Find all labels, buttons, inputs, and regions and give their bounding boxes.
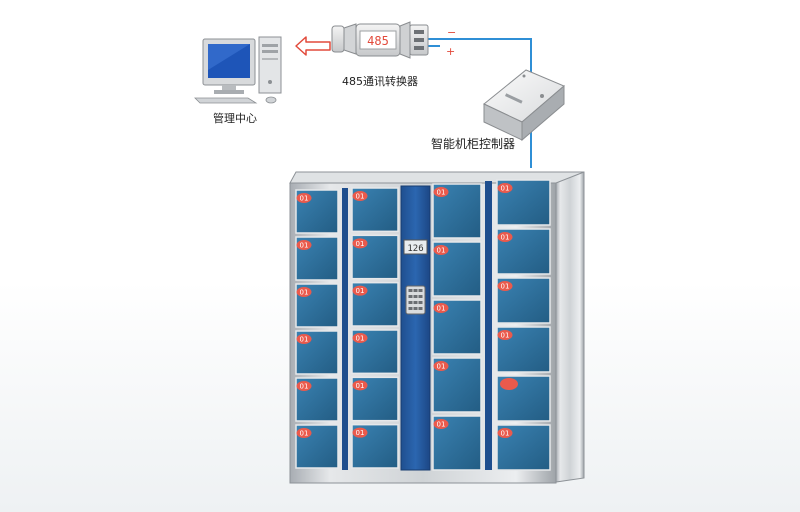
door-number-badge: [433, 303, 449, 313]
door-number-badge: [433, 419, 449, 429]
door-number-text: 01: [300, 383, 309, 391]
door-number-badge: [352, 238, 368, 249]
computer-icon: [194, 36, 282, 104]
locker-door[interactable]: 01: [496, 277, 551, 324]
locker-doors: 01 01 01 01 01 01 01 01 01 01 01 01 01 01 01 01 01 01 01 01…: [295, 179, 551, 471]
door-number-badge: [296, 381, 312, 391]
locker-door[interactable]: 01: [496, 326, 551, 373]
converter-display: 485: [367, 34, 389, 48]
door-number-text: 01: [437, 305, 446, 313]
controller-label: 智能机柜控制器: [431, 136, 515, 151]
door-number-text: 01: [356, 335, 365, 343]
door-number-text: 01: [356, 287, 365, 295]
door-number-badge: [296, 287, 312, 297]
locker-door[interactable]: 01: [432, 241, 482, 297]
locker-door[interactable]: 01: [496, 424, 551, 471]
door-number-badge: [352, 380, 368, 391]
door-number-badge: [433, 187, 449, 197]
door-number-text: 01: [356, 193, 365, 201]
locker-door[interactable]: 01: [295, 236, 339, 281]
cabinet-side-panel: [555, 171, 585, 483]
door-number-text: 01: [501, 332, 510, 340]
locker-door[interactable]: [496, 375, 551, 422]
door-number-badge: [352, 333, 368, 343]
door-number-text: 01: [501, 430, 510, 438]
door-number-text: 01: [501, 283, 510, 291]
door-number-text: 01: [437, 421, 446, 429]
converter-minus: −: [447, 26, 456, 39]
panel-screen-number: 126: [407, 244, 423, 254]
converter-label: 485通讯转换器: [342, 74, 418, 88]
door-number-badge: [352, 427, 368, 438]
locker-door[interactable]: 01: [496, 179, 551, 226]
locker-door[interactable]: 01: [295, 189, 339, 234]
locker-door[interactable]: 01: [432, 299, 482, 355]
locker-door[interactable]: 01: [351, 376, 399, 422]
column-separator: [342, 188, 348, 470]
rs485-converter: [331, 21, 429, 59]
column-separator: [485, 181, 492, 470]
locker-door[interactable]: 01: [351, 187, 399, 233]
door-number-badge: [497, 183, 513, 193]
door-number-badge: [500, 378, 518, 390]
door-number-badge: [497, 330, 513, 340]
locker-door[interactable]: 01: [432, 357, 482, 413]
management-label: 管理中心: [213, 111, 257, 125]
door-number-text: 01: [300, 336, 309, 344]
door-number-text: 01: [437, 363, 446, 371]
door-number-badge: [497, 232, 513, 242]
cabinet-controller-box: [483, 69, 565, 142]
door-number-badge: [497, 281, 513, 291]
locker-door[interactable]: 01: [432, 183, 482, 239]
door-number-text: 01: [501, 185, 510, 193]
locker-door[interactable]: 01: [295, 377, 339, 422]
locker-door[interactable]: 01: [295, 330, 339, 375]
locker-door[interactable]: 01: [295, 424, 339, 469]
door-number-badge: [433, 245, 449, 255]
locker-door[interactable]: 01: [351, 234, 399, 280]
door-number-text: 01: [300, 430, 309, 438]
door-number-text: 01: [356, 382, 365, 390]
door-number-text: 01: [300, 242, 309, 250]
locker-door[interactable]: 01: [351, 423, 399, 469]
control-pillar: [400, 185, 431, 471]
locker-door[interactable]: 01: [351, 281, 399, 327]
converter-plus: +: [446, 45, 455, 58]
door-number-text: 01: [501, 234, 510, 242]
door-number-text: 01: [356, 240, 365, 248]
data-flow-arrow: [295, 36, 331, 56]
panel-screen: [403, 239, 428, 255]
smart-locker-cabinet: 126 010101010101010101010101010101010101…: [289, 171, 585, 484]
locker-door[interactable]: 01: [351, 329, 399, 375]
door-number-text: 01: [300, 289, 309, 297]
locker-door[interactable]: 01: [432, 415, 482, 471]
door-number-badge: [352, 191, 368, 201]
door-number-badge: [497, 428, 513, 438]
door-number-text: 01: [300, 195, 309, 203]
door-number-badge: [296, 193, 312, 203]
locker-door[interactable]: 01: [496, 228, 551, 275]
door-number-badge: [352, 285, 368, 296]
door-number-text: 01: [437, 247, 446, 255]
door-number-badge: [433, 361, 449, 371]
door-number-badge: [296, 334, 312, 344]
door-number-badge: [296, 428, 312, 438]
locker-door[interactable]: 01: [295, 283, 339, 328]
door-number-text: 01: [356, 429, 365, 437]
keypad-icon[interactable]: [405, 285, 426, 315]
door-number-badge: [296, 240, 312, 250]
door-number-text: 01: [437, 189, 446, 197]
